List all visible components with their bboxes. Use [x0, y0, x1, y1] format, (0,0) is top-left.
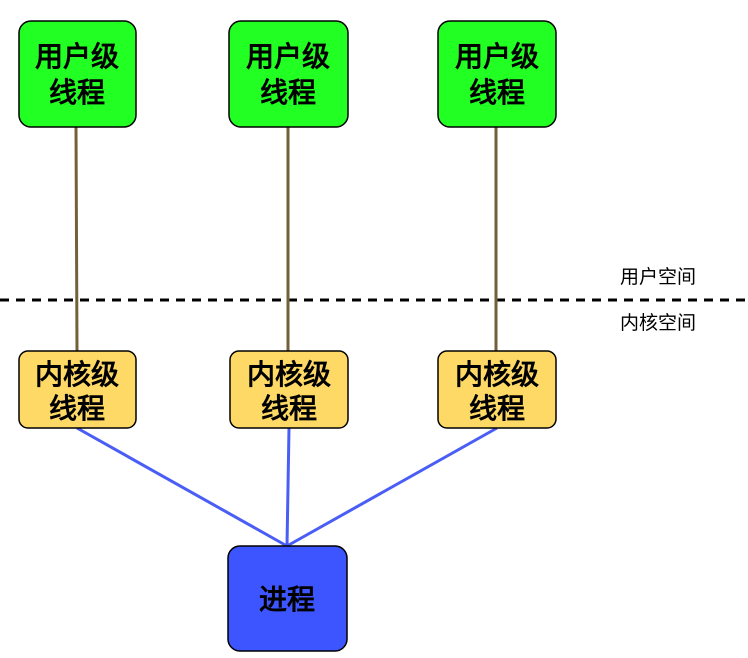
kernel-space-label: 内核空间 — [620, 312, 696, 334]
user-thread-label-line2: 线程 — [469, 76, 525, 109]
kernel-thread-1: 内核级 线程 — [18, 350, 137, 429]
kernel-thread-2: 内核级 线程 — [229, 350, 349, 429]
kernel-thread-label-line1: 内核级 — [455, 358, 539, 391]
kernel-process-link-3 — [286, 426, 498, 548]
user-thread-label-line1: 用户级 — [246, 40, 330, 73]
user-thread-label-line1: 用户级 — [35, 40, 119, 73]
process-label: 进程 — [259, 583, 315, 616]
kernel-thread-label-line2: 线程 — [49, 392, 105, 425]
user-thread-1: 用户级 线程 — [18, 20, 137, 128]
user-kernel-link-1 — [74, 126, 79, 352]
kernel-process-link-1 — [76, 426, 288, 548]
user-thread-label-line2: 线程 — [49, 76, 105, 109]
kernel-thread-label-line1: 内核级 — [247, 358, 331, 391]
user-thread-2: 用户级 线程 — [228, 20, 349, 128]
kernel-thread-label-line1: 内核级 — [35, 358, 119, 391]
user-thread-3: 用户级 线程 — [437, 20, 557, 128]
user-thread-label-line1: 用户级 — [455, 40, 539, 73]
kernel-thread-3: 内核级 线程 — [437, 350, 557, 429]
user-thread-label-line2: 线程 — [260, 76, 316, 109]
kernel-process-link-2 — [285, 427, 291, 547]
kernel-thread-label-line2: 线程 — [469, 392, 525, 425]
process-box: 进程 — [227, 545, 348, 652]
user-space-label: 用户空间 — [620, 266, 696, 288]
kernel-thread-label-line2: 线程 — [261, 392, 317, 425]
